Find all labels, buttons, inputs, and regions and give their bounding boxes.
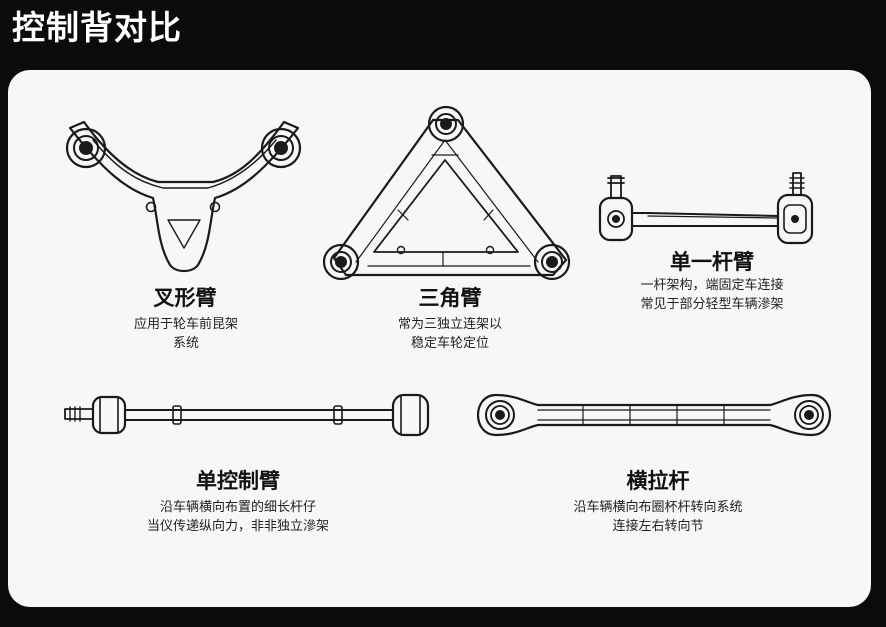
page-title: 控制背对比 xyxy=(12,8,182,47)
wishbone-arm-icon xyxy=(65,120,302,273)
tie-rod-description: 沿车辆横向布圈杯杆转向系统 连接左右转向节 xyxy=(573,498,742,536)
description-line: 常为三独立连架以 xyxy=(397,317,503,332)
description-line: 常见于部分轻型车辆滲架 xyxy=(640,297,784,312)
tie-rod-icon xyxy=(476,393,832,437)
description-line: 沿车辆横向布置的细长杆仔 xyxy=(159,500,317,515)
triangle-arm-card: 三角臂 常为三独立连架以 稳定车轮定位 xyxy=(308,70,588,360)
description-line: 沿车辆横向布圈杯杆转向系统 xyxy=(573,500,743,515)
single-link-arm-description: 一杆架构，端固定车连接 常见于部分轻型车辆滲架 xyxy=(640,276,783,314)
single-link-arm-name: 单一杆臂 xyxy=(670,249,754,274)
single-control-arm-card: 单控制臂 沿车辆横向布置的细长杆仔 当仪传递纵向力，非非独立滲架 xyxy=(48,375,448,605)
wishbone-arm-description: 应用于轮车前昆架 系统 xyxy=(134,315,238,353)
tie-rod-name: 横拉杆 xyxy=(626,468,690,493)
single-control-arm-description: 沿车辆横向布置的细长杆仔 当仪传递纵向力，非非独立滲架 xyxy=(147,498,329,536)
triangle-arm-description: 常为三独立连架以 稳定车轮定位 xyxy=(398,315,502,353)
comparison-panel: 叉形臂 应用于轮车前昆架 系统 xyxy=(8,70,871,607)
single-link-arm-icon xyxy=(598,172,814,245)
description-line: 一杆架构，端固定车连接 xyxy=(640,278,784,293)
description-line: 当仪传递纵向力，非非独立滲架 xyxy=(146,519,330,534)
wishbone-arm-name: 叉形臂 xyxy=(153,285,217,310)
description-line: 连接左右转向节 xyxy=(612,519,704,534)
wishbone-arm-card: 叉形臂 应用于轮车前昆架 系统 xyxy=(8,70,308,360)
description-line: 稳定车轮定位 xyxy=(410,336,490,351)
description-line: 应用于轮车前昆架 xyxy=(133,317,239,332)
single-control-arm-name: 单控制臂 xyxy=(196,468,280,493)
description-line: 系统 xyxy=(172,336,200,351)
triangle-arm-name: 三角臂 xyxy=(418,285,482,310)
single-link-arm-card: 单一杆臂 一杆架构，端固定车连接 常见于部分轻型车辆滲架 xyxy=(588,70,871,360)
tie-rod-card: 横拉杆 沿车辆横向布圈杯杆转向系统 连接左右转向节 xyxy=(468,375,848,605)
triangle-arm-icon xyxy=(322,105,571,281)
single-control-arm-icon xyxy=(64,393,430,437)
